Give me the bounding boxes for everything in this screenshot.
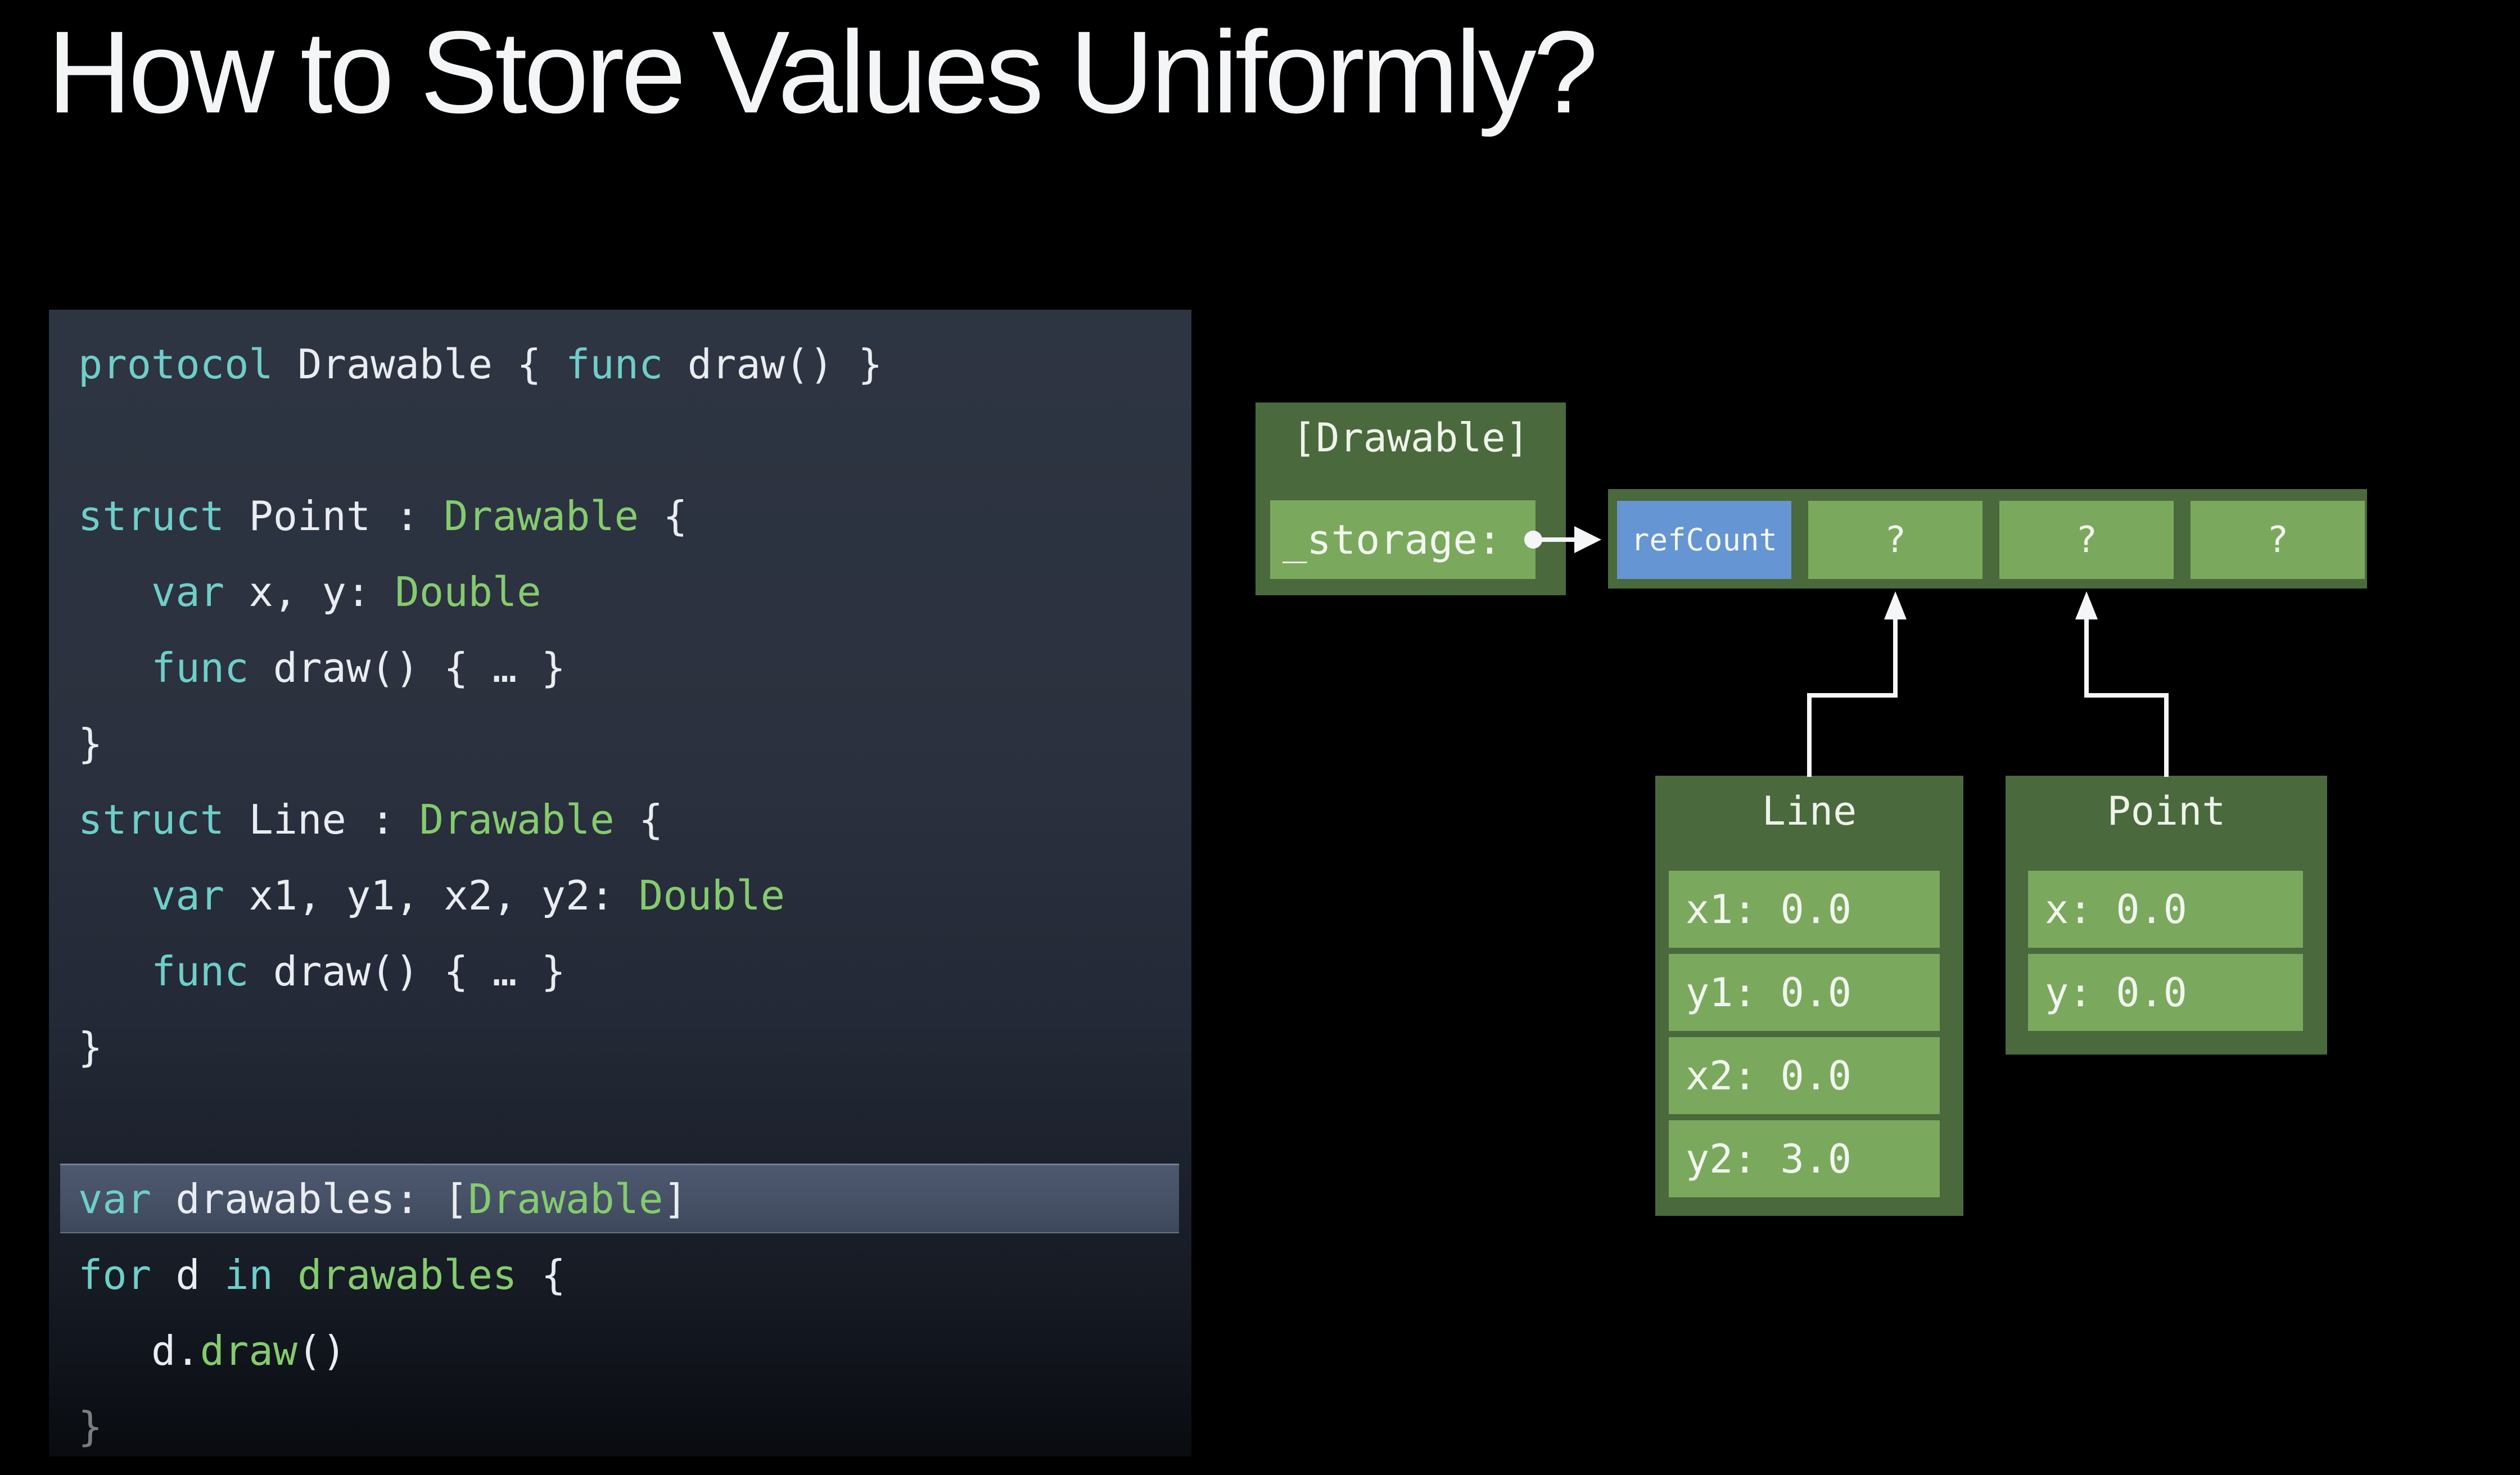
point-struct-title: Point [2107,788,2226,834]
code-segment-plain: Point : [224,492,444,540]
code-segment-type: Drawable [419,796,615,843]
code-segment-plain [78,568,151,616]
heap-buffer-row: refCount??? [1608,489,2367,589]
code-segment-plain: ] [663,1175,688,1223]
code-line: } [49,706,1191,782]
code-segment-plain: x1, y1, x2, y2: [224,872,639,919]
point-field-cell: x: 0.0 [2028,871,2303,948]
code-segment-type: Double [639,872,785,919]
code-line: } [49,1389,1191,1465]
code-segment-plain: drawables: [ [151,1175,468,1223]
code-line: var x, y: Double [49,554,1191,630]
code-line: d.draw() [49,1313,1191,1389]
code-line: var x1, y1, x2, y2: Double [49,858,1191,934]
code-segment-plain: } [78,1024,103,1071]
code-segment-plain [78,644,151,691]
slide-title: How to Store Values Uniformly? [47,7,1598,138]
code-segment-plain: d [151,1251,225,1298]
code-segment-type: Drawable [444,492,639,540]
code-segment-kw: for [78,1251,152,1298]
drawable-array-box: [Drawable] _storage: [1256,402,1566,595]
storage-arrowhead-icon [1574,526,1601,553]
code-line-highlighted: var drawables: [Drawable] [49,1161,1191,1237]
code-panel: protocol Drawable { func draw() } struct … [49,310,1191,1456]
code-segment-kw: in [224,1251,273,1298]
code-segment-plain: draw() { … } [249,644,566,691]
line-field-cell: y2: 3.0 [1669,1120,1940,1197]
code-segment-plain: { [614,796,663,843]
code-line: func draw() { … } [49,934,1191,1010]
point-elbow-connector [2084,617,2169,777]
point-arrowhead-icon [2075,591,2098,619]
code-line: } [49,1010,1191,1085]
code-line: protocol Drawable { func draw() } [49,327,1191,402]
code-segment-plain: Line : [224,796,419,843]
code-segment-plain: x, y: [224,568,395,616]
code-segment-kw: protocol [78,341,273,388]
code-segment-type: draw [200,1327,298,1374]
code-segment-kw: func [151,948,249,995]
drawable-array-title: [Drawable] [1292,415,1529,461]
line-arrowhead-icon [1884,591,1907,619]
line-struct-title: Line [1762,788,1857,834]
code-line: struct Point : Drawable { [49,478,1191,554]
code-segment-kw: struct [78,492,225,540]
code-segment-plain: () [297,1327,346,1374]
code-segment-plain: draw() } [663,341,883,388]
point-field-cell: y: 0.0 [2028,954,2303,1031]
code-segment-kw: func [565,341,663,388]
code-segment-plain: } [78,1403,103,1450]
unknown-value-cell: ? [1808,501,1982,579]
code-segment-plain: Drawable { [273,341,566,388]
code-line [49,1085,1191,1161]
code-segment-type: Drawable [468,1175,663,1223]
code-segment-kw: func [151,644,249,691]
line-field-cell: x2: 0.0 [1669,1037,1940,1114]
line-elbow-connector [1807,617,1898,777]
code-segment-kw: var [151,568,225,616]
refcount-cell: refCount [1617,501,1791,579]
code-segment-kw: var [151,872,225,919]
code-segment-plain: } [78,720,103,767]
code-segment-kw: struct [78,796,225,843]
code-segment-plain [78,948,151,995]
code-line: func draw() { … } [49,630,1191,706]
code-segment-plain [273,1251,297,1298]
code-segment-plain: d. [78,1327,200,1374]
code-segment-type: drawables [297,1251,517,1298]
code-line: struct Line : Drawable { [49,782,1191,858]
unknown-value-cell: ? [2191,501,2365,579]
line-field-cell: y1: 0.0 [1669,954,1940,1031]
code-segment-plain: draw() { … } [249,948,566,995]
storage-field-cell: _storage: [1270,500,1536,579]
code-segment-plain: { [639,492,688,540]
line-field-cell: x1: 0.0 [1669,871,1940,948]
code-line [49,402,1191,478]
code-segment-kw: var [78,1175,152,1223]
code-segment-type: Double [395,568,541,616]
code-segment-plain: { [517,1251,566,1298]
unknown-value-cell: ? [1999,501,2174,579]
code-segment-plain [78,872,151,919]
code-line: for d in drawables { [49,1237,1191,1313]
